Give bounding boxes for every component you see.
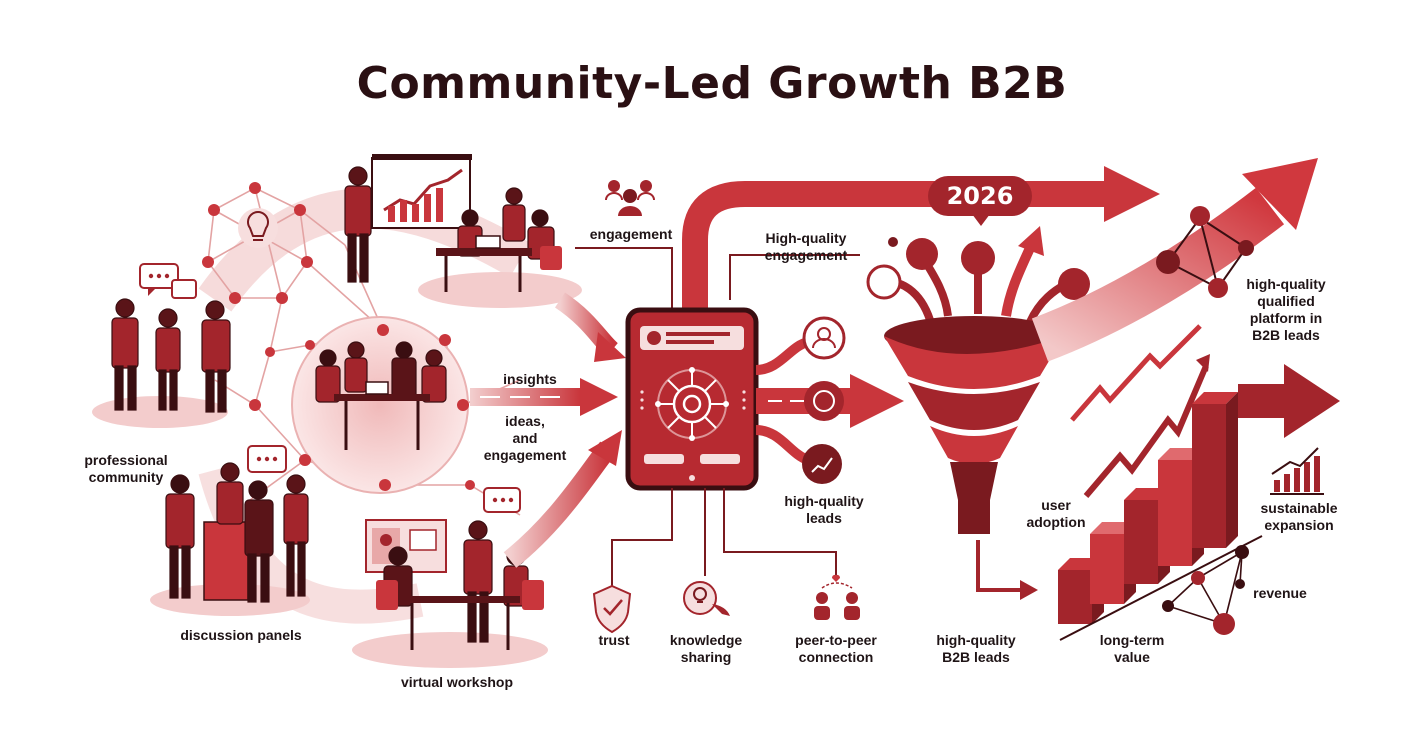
year-badge: 2026 [928, 176, 1032, 226]
label-insights: insights [503, 371, 557, 387]
meeting-table-group [315, 341, 447, 450]
label-professional-community: professional community [84, 452, 168, 485]
growth-diagonal-arrow [1031, 158, 1318, 362]
label-sustainable-expansion: sustainable expansion [1260, 500, 1338, 533]
label-user-adoption: user adoption [1026, 497, 1086, 530]
presentation-group [344, 154, 582, 308]
lead-funnel [866, 226, 1090, 600]
label-trust: trust [598, 632, 630, 648]
professional-community-group [92, 263, 231, 428]
label-knowledge-sharing: knowledge sharing [669, 632, 743, 665]
virtual-workshop-group [352, 487, 548, 668]
top-growth-arrow [682, 166, 1160, 312]
revenue-bar-chart [1058, 324, 1340, 641]
label-revenue: revenue [1253, 585, 1307, 601]
engagement-people-icon [605, 180, 655, 216]
label-long-term-value: long-term value [1099, 632, 1165, 665]
label-qualified-platform: high-quality qualified platform in B2B l… [1246, 276, 1326, 343]
shield-check-icon [592, 584, 632, 634]
label-engagement: engagement [589, 226, 673, 242]
platform-device [611, 307, 837, 586]
device-outputs [755, 316, 904, 484]
label-high-quality-engagement: High-quality engagement [764, 230, 848, 263]
peer-connection-icon [814, 574, 860, 620]
discussion-panels-group [150, 445, 310, 616]
page-title: Community-Led Growth B2B [356, 58, 1068, 109]
knowledge-bubble-icon [683, 581, 730, 616]
label-discussion-panels: discussion panels [180, 627, 302, 643]
label-virtual-workshop: virtual workshop [400, 674, 514, 690]
label-peer-connection: peer-to-peer connection [795, 632, 877, 665]
input-arrows [470, 247, 673, 568]
label-ideas-engagement: ideas, and engagement [483, 413, 567, 463]
label-b2b-leads: high-quality B2B leads [936, 632, 1016, 665]
label-high-quality-leads: high-quality leads [784, 493, 864, 526]
